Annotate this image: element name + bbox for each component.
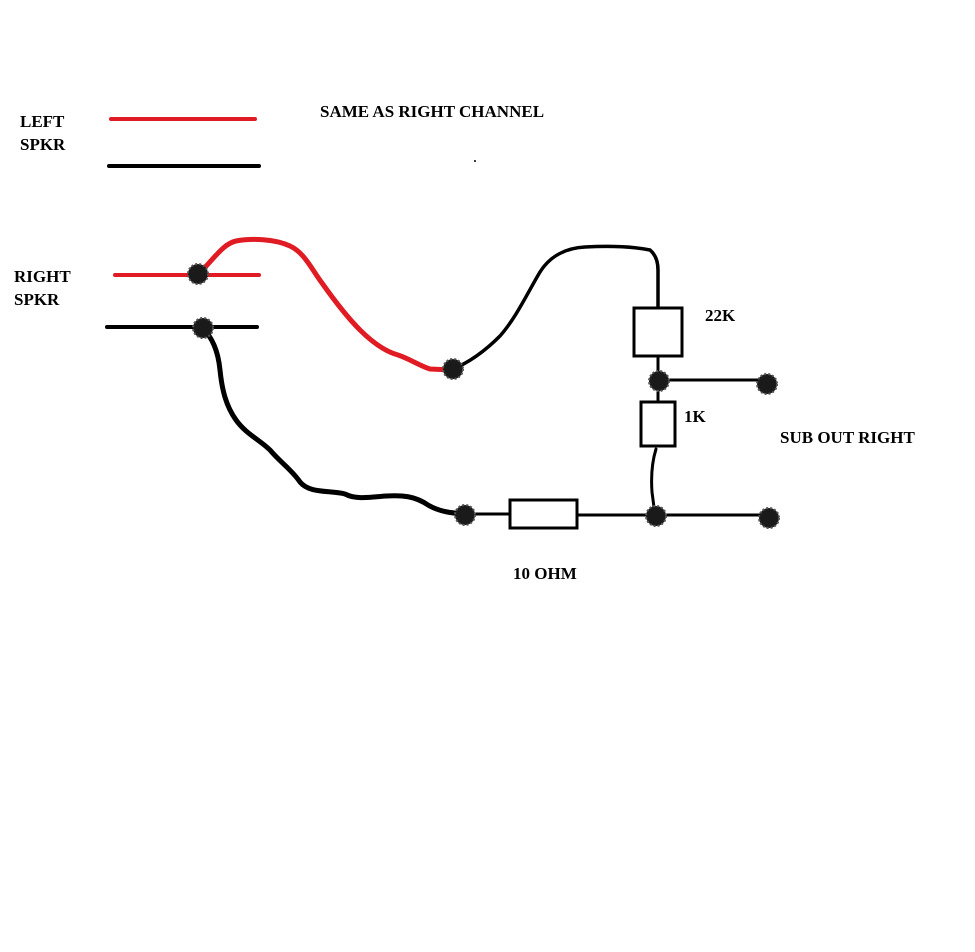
node-22k-1k-tap: [648, 370, 670, 392]
sub-out-right-label: SUB OUT RIGHT: [780, 428, 915, 447]
wire-to-22k: [451, 244, 660, 371]
negative-return-wire: [200, 325, 467, 517]
resistor-1k: [639, 400, 677, 448]
positive-feed-wire: [195, 236, 455, 373]
left-speaker-label-line1: LEFT: [20, 112, 65, 131]
wire-1k-to-bottom: [650, 447, 658, 517]
resistor-22k: [632, 306, 684, 358]
node-bottom-junction: [645, 505, 667, 527]
left-speaker-label-line2: SPKR: [20, 135, 66, 154]
resistor-10-ohm: [508, 498, 579, 530]
node-right-negative: [192, 317, 214, 339]
stray-dot: [474, 160, 476, 162]
resistor-22k-label: 22K: [705, 306, 736, 325]
node-right-positive: [187, 263, 209, 285]
resistor-1k-label: 1K: [684, 407, 707, 426]
same-as-right-note: SAME AS RIGHT CHANNEL: [320, 102, 544, 121]
node-output-lower: [758, 507, 780, 529]
right-speaker-label-line1: RIGHT: [14, 267, 71, 286]
node-output-upper: [756, 373, 778, 395]
node-feed-junction: [442, 358, 464, 380]
right-speaker-label-line2: SPKR: [14, 290, 60, 309]
resistor-10-ohm-label: 10 OHM: [513, 564, 577, 583]
node-10ohm-input: [454, 504, 476, 526]
